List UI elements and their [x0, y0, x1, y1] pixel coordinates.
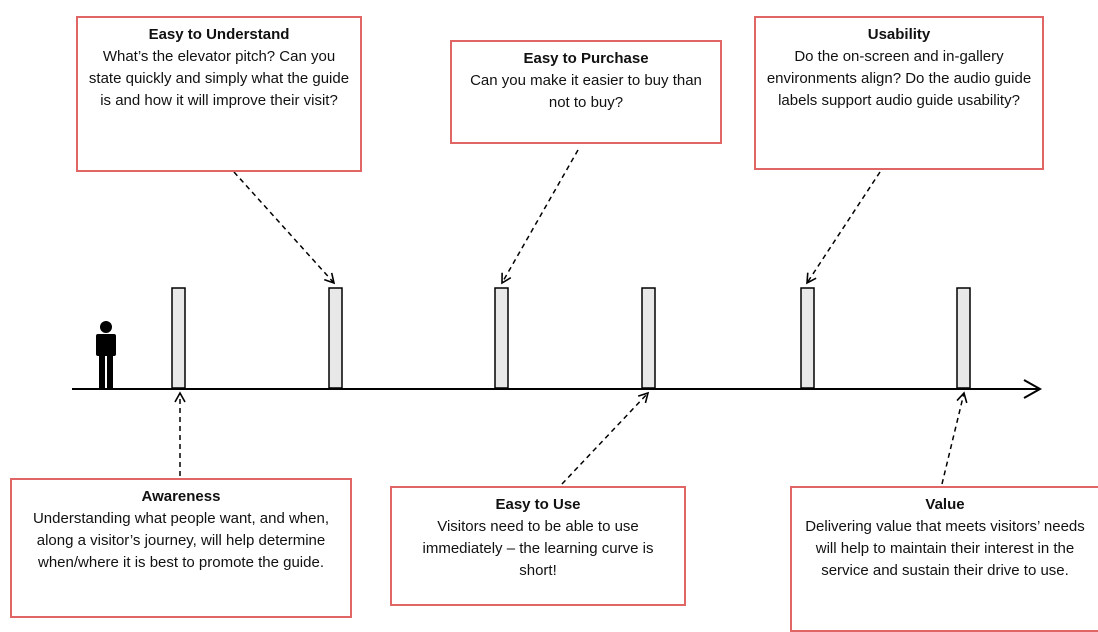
easy-to-use-box: Easy to Use Visitors need to be able to …: [390, 486, 686, 606]
stage-marker-6: [956, 287, 971, 389]
awareness-body: Understanding what people want, and when…: [32, 510, 330, 571]
easy-to-use-body: Visitors need to be able to use immediat…: [422, 518, 654, 579]
connector-purchase: [501, 149, 579, 285]
awareness-title: Awareness: [141, 488, 221, 505]
usability-box: Usability Do the on-screen and in-galler…: [754, 16, 1044, 170]
value-title: Value: [925, 496, 965, 513]
connector-usability: [806, 171, 881, 285]
connector-understand: [233, 171, 336, 285]
connector-value: [941, 391, 968, 485]
connector-easy-use: [561, 391, 650, 485]
person-icon: [96, 321, 116, 388]
easy-to-purchase-box: Easy to Purchase Can you make it easier …: [450, 40, 722, 144]
stage-marker-1: [171, 287, 186, 389]
easy-to-purchase-title: Easy to Purchase: [523, 50, 649, 67]
easy-to-understand-body: What’s the elevator pitch? Can you state…: [88, 48, 350, 109]
value-body: Delivering value that meets visitors’ ne…: [805, 518, 1085, 579]
easy-to-understand-title: Easy to Understand: [148, 26, 290, 43]
stage-marker-4: [641, 287, 656, 389]
timeline-arrowhead: [1023, 379, 1043, 399]
easy-to-understand-box: Easy to Understand What’s the elevator p…: [76, 16, 362, 172]
awareness-box: Awareness Understanding what people want…: [10, 478, 352, 618]
stage-marker-3: [494, 287, 509, 389]
stage-marker-2: [328, 287, 343, 389]
easy-to-use-title: Easy to Use: [495, 496, 581, 513]
stage-marker-5: [800, 287, 815, 389]
easy-to-purchase-body: Can you make it easier to buy than not t…: [470, 72, 702, 111]
usability-body: Do the on-screen and in-gallery environm…: [766, 48, 1032, 109]
usability-title: Usability: [867, 26, 931, 43]
value-box: Value Delivering value that meets visito…: [790, 486, 1098, 632]
